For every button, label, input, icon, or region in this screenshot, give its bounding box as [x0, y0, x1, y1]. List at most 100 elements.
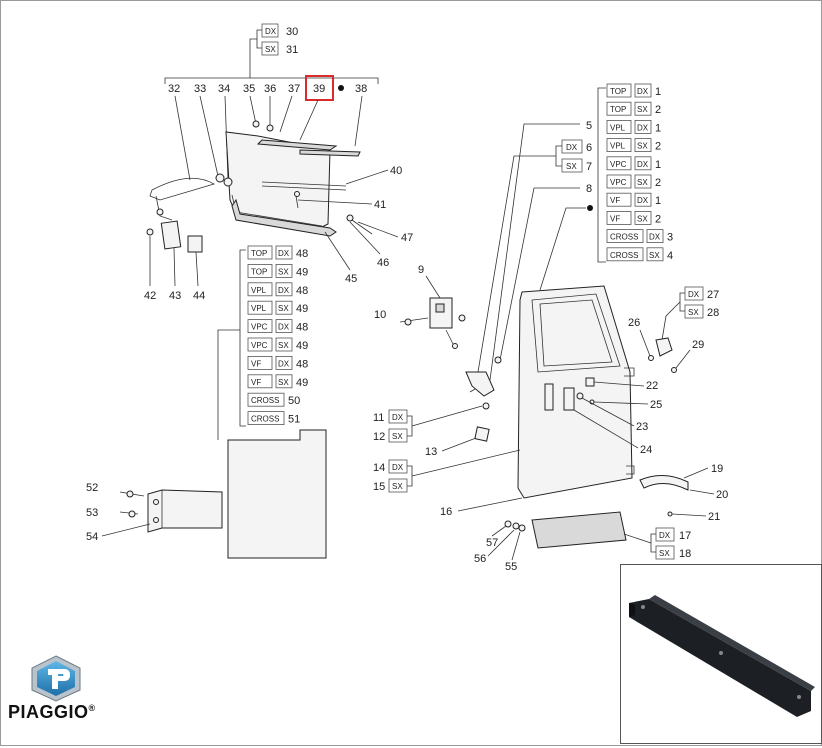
callout-number[interactable]: 4: [667, 250, 673, 262]
callout-47[interactable]: 47: [401, 232, 413, 244]
callout-number[interactable]: 49: [296, 340, 308, 352]
lock-mechanism-9: [399, 297, 502, 442]
callout-13[interactable]: 13: [425, 446, 437, 458]
callout-28[interactable]: 28: [707, 307, 719, 319]
variant-box: [606, 229, 644, 244]
callout-38[interactable]: 38: [355, 83, 367, 95]
tag-text: SX: [265, 45, 276, 54]
callout-21[interactable]: 21: [708, 511, 720, 523]
side-text: SX: [637, 142, 648, 151]
callout-number[interactable]: 2: [655, 213, 661, 225]
variant-box: [606, 120, 632, 134]
callout-25[interactable]: 25: [650, 399, 662, 411]
callout-34[interactable]: 34: [218, 83, 230, 95]
tag-text: DX: [566, 143, 578, 152]
callout-54[interactable]: 54: [86, 531, 98, 543]
callout-36[interactable]: 36: [264, 83, 276, 95]
callout-26[interactable]: 26: [628, 317, 640, 329]
callout-39[interactable]: 39: [313, 83, 325, 95]
callout-number[interactable]: 48: [296, 322, 308, 334]
callout-52[interactable]: 52: [86, 482, 98, 494]
callout-32[interactable]: 32: [168, 83, 180, 95]
highlight-box-39: [305, 75, 334, 101]
variant-text: CROSS: [251, 396, 279, 405]
callout-19[interactable]: 19: [711, 463, 723, 475]
leader-dot: [539, 207, 586, 291]
callout-20[interactable]: 20: [716, 489, 728, 501]
callout-number[interactable]: 49: [296, 266, 308, 278]
callout-number[interactable]: 1: [655, 86, 661, 98]
callout-number[interactable]: 1: [655, 122, 661, 134]
callout-12[interactable]: 12: [373, 431, 385, 443]
callout-46[interactable]: 46: [377, 257, 389, 269]
callout-45[interactable]: 45: [345, 273, 357, 285]
tag-text: SX: [688, 308, 699, 317]
side-text: DX: [278, 286, 290, 295]
callout-44[interactable]: 44: [193, 290, 205, 302]
variant-box: [606, 174, 632, 189]
side-text: SX: [637, 178, 648, 187]
callout-27[interactable]: 27: [707, 289, 719, 301]
callout-57[interactable]: 57: [486, 537, 498, 549]
callout-29[interactable]: 29: [692, 339, 704, 351]
callout-16[interactable]: 16: [440, 506, 452, 518]
callout-5[interactable]: 5: [586, 120, 592, 132]
callout-number[interactable]: 51: [288, 414, 300, 426]
callout-number[interactable]: 48: [296, 285, 308, 297]
callout-number[interactable]: 49: [296, 303, 308, 315]
registered-mark: ®: [88, 703, 96, 713]
variant-box: [606, 210, 632, 225]
callout-number[interactable]: 2: [655, 141, 661, 153]
callout-number[interactable]: 1: [655, 159, 661, 171]
callout-number[interactable]: 50: [288, 395, 300, 407]
callout-56[interactable]: 56: [474, 553, 486, 565]
callout-35[interactable]: 35: [243, 83, 255, 95]
callout-37[interactable]: 37: [288, 83, 300, 95]
tag-box: [388, 459, 408, 474]
side-box: [275, 355, 293, 370]
variant-text: VF: [251, 378, 261, 387]
product-photo: [620, 564, 822, 744]
callout-43[interactable]: 43: [169, 290, 181, 302]
callout-7[interactable]: 7: [586, 161, 592, 173]
callout-33[interactable]: 33: [194, 83, 206, 95]
callout-number[interactable]: 48: [296, 248, 308, 260]
side-box: [634, 156, 652, 171]
callout-22[interactable]: 22: [646, 380, 658, 392]
callout-23[interactable]: 23: [636, 421, 648, 433]
side-text: SX: [278, 341, 289, 350]
callout-17[interactable]: 17: [679, 530, 691, 542]
callout-30[interactable]: 30: [286, 26, 298, 38]
callout-40[interactable]: 40: [390, 165, 402, 177]
callout-24[interactable]: 24: [640, 444, 652, 456]
brand-name: PIAGGIO®: [8, 702, 96, 723]
tag-box: [388, 409, 408, 424]
callout-55[interactable]: 55: [505, 561, 517, 573]
box-group-27-28: DX 27 SX 28: [661, 286, 719, 341]
side-text: DX: [637, 123, 649, 132]
callout-number[interactable]: 49: [296, 377, 308, 389]
callout-11[interactable]: 11: [373, 412, 384, 424]
callout-8[interactable]: 8: [586, 183, 592, 195]
callout-31[interactable]: 31: [286, 44, 298, 56]
side-box: [275, 374, 293, 389]
callout-number[interactable]: 1: [655, 195, 661, 207]
side-box: [275, 282, 293, 297]
callout-42[interactable]: 42: [144, 290, 156, 302]
callout-number[interactable]: 3: [667, 232, 673, 244]
side-text: SX: [278, 378, 289, 387]
callout-10[interactable]: 10: [374, 309, 386, 321]
callout-9[interactable]: 9: [418, 264, 424, 276]
callout-14[interactable]: 14: [373, 462, 385, 474]
variant-box: [247, 245, 273, 260]
callout-53[interactable]: 53: [86, 507, 98, 519]
callout-number[interactable]: 48: [296, 358, 308, 370]
callout-18[interactable]: 18: [679, 548, 691, 560]
callout-6[interactable]: 6: [586, 142, 592, 154]
callout-41[interactable]: 41: [374, 199, 386, 211]
callout-number[interactable]: 2: [655, 177, 661, 189]
callout-number[interactable]: 2: [655, 104, 661, 116]
bracket-line: [164, 77, 379, 84]
callout-15[interactable]: 15: [373, 481, 385, 493]
tag-box: [655, 527, 675, 542]
